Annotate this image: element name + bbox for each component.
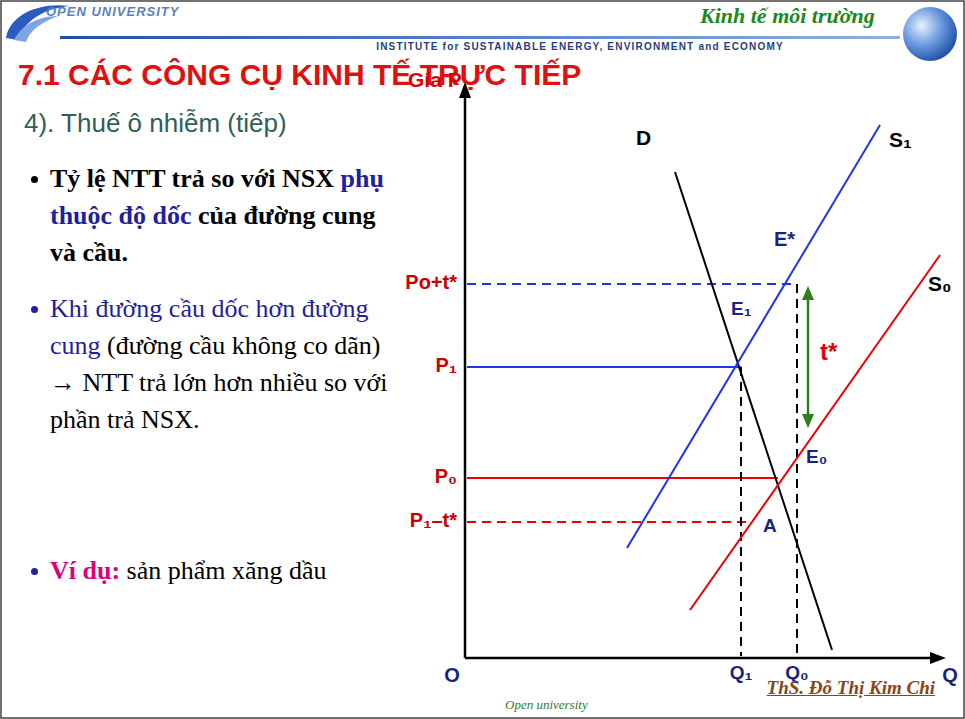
author-signature: ThS. Đỗ Thị Kim Chi (767, 677, 935, 699)
guide-line (796, 284, 798, 656)
axis-label: Gía P (408, 68, 462, 92)
bullet-dot (31, 568, 38, 575)
price-label: P₀ (435, 465, 457, 488)
globe-icon (903, 7, 957, 61)
curve-label: S₁ (889, 128, 912, 152)
tax-arrowhead (802, 414, 814, 428)
curve-label: D (636, 126, 651, 150)
bullet-text: (đường cầu không co dãn) → NTT trả lớn h… (50, 331, 388, 434)
bullet-text: Tỷ lệ NTT trả so với NSX (50, 164, 334, 193)
bullet-dot (31, 176, 38, 183)
bullet-paragraph: Khi đường cầu dốc hơn đường cung (đường … (50, 290, 402, 438)
guide-line (740, 367, 742, 656)
bullet-text: sản phẩm xăng dầu (127, 556, 327, 585)
tax-arrowhead (802, 286, 814, 300)
point-label: E₁ (731, 298, 752, 320)
bullet-dot (31, 306, 38, 313)
guide-line (467, 521, 748, 523)
price-axis (464, 92, 467, 658)
header-rule (60, 36, 900, 39)
origin-label: O (444, 664, 460, 687)
guide-line (467, 283, 797, 285)
slide-title: 7.1 CÁC CÔNG CỤ KINH TẾ TRỰC TIẾP (18, 58, 581, 93)
point-label: A (763, 515, 777, 537)
axis-arrowhead (930, 652, 946, 664)
point-label: E* (774, 228, 795, 251)
logo-text: OPEN UNIVERSITY (46, 4, 179, 19)
logo-swoosh (14, 16, 58, 42)
axis-label: Q (942, 664, 958, 687)
bullet-paragraph: Ví dụ: sản phẩm xăng dầu (50, 552, 402, 589)
point-label: E₀ (806, 446, 827, 468)
supply-curve-s1 (627, 125, 880, 548)
bullet-paragraph: Tỷ lệ NTT trả so với NSX phụ thuộc độ dố… (50, 160, 395, 271)
curve-label: S₀ (928, 272, 951, 296)
guide-line (467, 366, 741, 368)
quantity-label: Q₁ (730, 662, 753, 684)
tax-label: t* (820, 338, 837, 366)
bullet-emphasis: Ví dụ: (50, 556, 120, 585)
guide-line (467, 477, 778, 479)
section-subtitle: 4). Thuế ô nhiễm (tiếp) (24, 108, 287, 139)
supply-curve-s0 (690, 255, 940, 610)
footer-text: Open university (505, 697, 588, 713)
tax-arrow (807, 296, 810, 418)
course-name: Kinh tế môi trường (700, 3, 875, 29)
price-label: Po+t* (405, 271, 457, 294)
price-label: P₁ (435, 354, 457, 377)
price-label: P₁–t* (410, 509, 457, 532)
institute-name: INSTITUTE for SUSTAINABLE ENERGY, ENVIRO… (376, 41, 784, 52)
quantity-axis (465, 657, 936, 660)
